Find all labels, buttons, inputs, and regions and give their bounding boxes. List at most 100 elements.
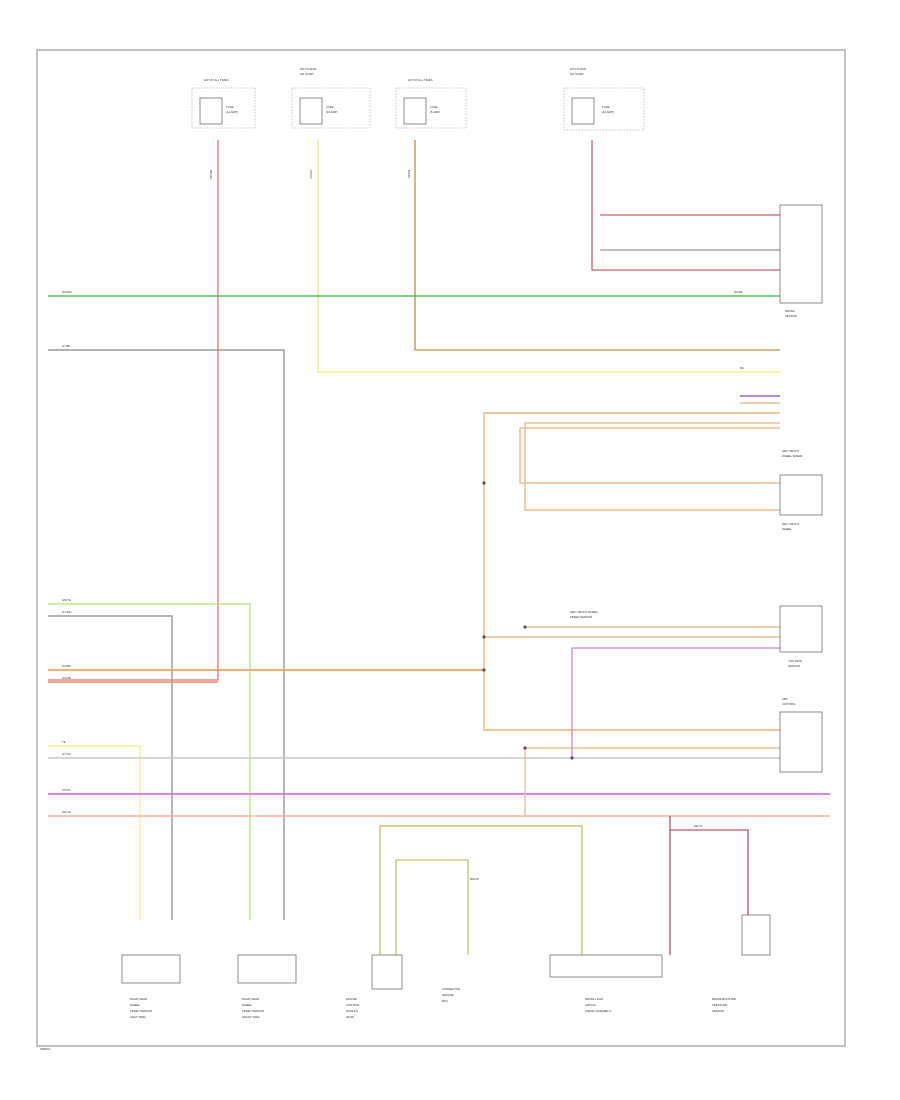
svg-text:SENSOR: SENSOR	[785, 314, 797, 318]
svg-text:(10 AMP): (10 AMP)	[326, 110, 338, 114]
svg-text:RIGHT REAR: RIGHT REAR	[130, 997, 147, 1001]
junction-1	[482, 481, 486, 485]
rr-wheel-sensor-1: RIGHT REAR WHEEL SPEED SENSOR (LEFT SIDE…	[121, 954, 181, 1019]
svg-text:LEFT FRONT: LEFT FRONT	[782, 522, 799, 526]
svg-text:(ENGINE: (ENGINE	[442, 993, 454, 997]
svg-text:FUSE: FUSE	[602, 105, 610, 109]
svg-text:OR START: OR START	[300, 72, 314, 76]
svg-text:YAW RATE: YAW RATE	[788, 659, 802, 663]
svg-text:LEFT FRONT WHEEL: LEFT FRONT WHEEL	[570, 610, 598, 614]
code-lime: GN/YE	[62, 598, 71, 602]
svg-text:(5 AMP): (5 AMP)	[430, 110, 440, 114]
svg-text:SENSOR: SENSOR	[712, 1009, 724, 1013]
code-gray: GY/BK	[62, 344, 71, 348]
wire-gray2	[48, 615, 173, 920]
wire-violet-v	[571, 647, 780, 758]
junction-4	[523, 625, 527, 629]
svg-text:(PEDAL ASSEMBLY): (PEDAL ASSEMBLY)	[585, 1009, 611, 1013]
wire-orange-bus	[483, 412, 780, 731]
sensor-top: BRAKE SENSOR	[779, 204, 823, 318]
svg-text:HOT IN RUN: HOT IN RUN	[300, 67, 316, 71]
fuse-3: HOT AT ALL TIMES FUSE (5 AMP)	[395, 78, 467, 129]
svg-text:MODULE: MODULE	[346, 1009, 358, 1013]
wire-olive	[379, 825, 583, 955]
cabin-module: LEFT FRONT WHEEL SPEED LEFT FRONT WHEEL	[779, 449, 823, 531]
svg-text:FUSE: FUSE	[326, 105, 334, 109]
code-yellow2: YE	[62, 740, 66, 744]
connector: CONNECTOR (ENGINE BAY)	[442, 987, 460, 1003]
wire-orange-bus3	[519, 427, 780, 484]
svg-text:(12 AMP): (12 AMP)	[226, 110, 238, 114]
wire-red	[48, 140, 219, 681]
code-orange2: OG/RD	[62, 676, 71, 680]
wire-orange-bus2	[524, 422, 780, 511]
svg-text:CONTROL: CONTROL	[782, 702, 796, 706]
svg-text:BRAKE: BRAKE	[785, 309, 795, 313]
junction-6	[570, 756, 574, 760]
wire-pink	[669, 829, 749, 955]
svg-text:BRAKE BOOSTER: BRAKE BOOSTER	[712, 997, 736, 1001]
svg-text:CONTROL: CONTROL	[346, 1003, 360, 1007]
code-green: GN/WH	[62, 290, 72, 294]
wire-fuse4	[591, 140, 780, 271]
yaw-sensor: YAW RATE SENSOR LEFT FRONT WHEEL SPEED S…	[570, 605, 823, 668]
svg-text:BRAKE LIGHT: BRAKE LIGHT	[585, 997, 604, 1001]
svg-text:HOT IN RUN: HOT IN RUN	[570, 67, 586, 71]
code-gray2: GY/WH	[62, 610, 71, 614]
svg-text:SWITCH: SWITCH	[585, 1003, 596, 1007]
fuse-4: HOT IN RUN OR START FUSE (10 AMP)	[563, 67, 645, 131]
junction-3	[482, 668, 486, 672]
wire-tan	[414, 140, 780, 351]
brake-light-switch: BRAKE LIGHT SWITCH (PEDAL ASSEMBLY)	[549, 954, 663, 1013]
wire-gray	[48, 349, 285, 920]
svg-text:LEFT FRONT: LEFT FRONT	[782, 449, 799, 453]
fuse-2: HOT IN RUN OR START FUSE (10 AMP)	[291, 67, 371, 129]
fuse-1: HOT AT ALL TIMES FUSE (12 AMP)	[191, 78, 256, 129]
svg-text:WHEEL: WHEEL	[130, 1003, 140, 1007]
svg-text:SPEED SENSOR: SPEED SENSOR	[242, 1009, 264, 1013]
rr-wheel-sensor-2: RIGHT REAR WHEEL SPEED SENSOR (RIGHT SID…	[237, 954, 297, 1019]
svg-text:PRESSURE: PRESSURE	[712, 1003, 728, 1007]
code-orange1: OG/BN	[62, 664, 71, 668]
wire-yellow	[317, 140, 780, 373]
svg-text:WHEEL: WHEEL	[242, 1003, 252, 1007]
svg-text:HOT AT ALL TIMES: HOT AT ALL TIMES	[408, 78, 433, 82]
code-pink: RD/VT	[694, 824, 703, 828]
wire-olive2	[395, 859, 469, 955]
code-lightgray: GY/YE	[62, 752, 71, 756]
code-red: RD/WH	[209, 170, 213, 179]
code-bu: BU	[740, 366, 744, 370]
svg-text:(10 AMP): (10 AMP)	[602, 110, 614, 114]
svg-text:RIGHT REAR: RIGHT REAR	[242, 997, 259, 1001]
junction-5	[523, 746, 527, 750]
svg-text:ENGINE: ENGINE	[346, 997, 357, 1001]
svg-text:BAY): BAY)	[442, 999, 448, 1003]
code-gnbk: GN/BK	[734, 290, 743, 294]
svg-text:WHEEL: WHEEL	[782, 527, 792, 531]
code-violet: VT/GN	[62, 788, 71, 792]
svg-text:HOT AT ALL TIMES: HOT AT ALL TIMES	[204, 78, 229, 82]
svg-text:ABS: ABS	[782, 697, 788, 701]
brake-booster-sensor: BRAKE BOOSTER PRESSURE SENSOR	[712, 914, 771, 1013]
code-salmon: OG/YE	[62, 810, 71, 814]
junction-2	[482, 635, 486, 639]
svg-text:(RIGHT SIDE): (RIGHT SIDE)	[242, 1015, 260, 1019]
abs-module: ABS CONTROL	[779, 697, 823, 773]
diagram-frame	[36, 49, 846, 1047]
svg-text:SPEED SENSOR: SPEED SENSOR	[130, 1009, 152, 1013]
svg-text:(LEFT SIDE): (LEFT SIDE)	[130, 1015, 146, 1019]
svg-text:OR START: OR START	[570, 72, 584, 76]
footer-code: WIRING	[40, 1047, 50, 1051]
svg-text:WHEEL SPEED: WHEEL SPEED	[782, 454, 802, 458]
svg-text:FUSE: FUSE	[430, 105, 438, 109]
code-yellow: YE/GN	[309, 170, 313, 179]
code-tan: BN/YE	[407, 170, 411, 179]
ecm: ENGINE CONTROL MODULE (ECM)	[346, 954, 403, 1019]
svg-text:CONNECTOR: CONNECTOR	[442, 987, 460, 991]
wire-yellow2	[48, 745, 141, 920]
svg-text:SENSOR: SENSOR	[788, 664, 800, 668]
svg-text:SPEED SENSOR: SPEED SENSOR	[570, 615, 592, 619]
code-olive: BN/GN	[470, 877, 479, 881]
svg-text:FUSE: FUSE	[226, 105, 234, 109]
